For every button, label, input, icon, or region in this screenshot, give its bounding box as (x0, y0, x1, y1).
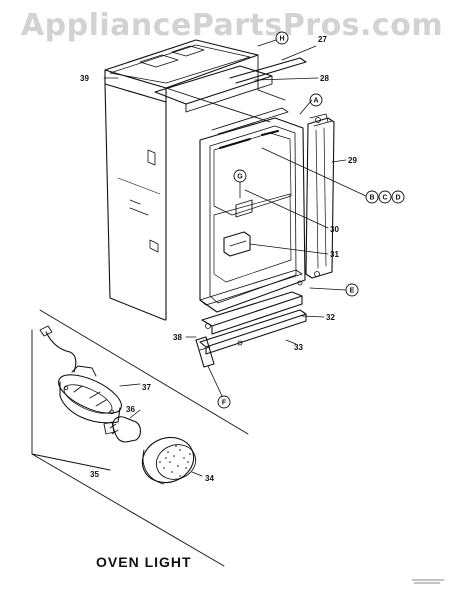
drawing-code-mark (411, 579, 445, 584)
part-label-29: 29 (348, 156, 357, 165)
cabinet-housing (104, 39, 286, 321)
part-label-38: 38 (173, 333, 182, 342)
part-label-39: 39 (80, 74, 89, 83)
leader-lines (103, 39, 367, 397)
part-label-33: 33 (294, 343, 303, 352)
svg-text:A: A (313, 98, 318, 105)
watermark: AppliancePartsPros.com (20, 8, 444, 43)
light-socket (58, 365, 122, 424)
callout-c: C (378, 190, 392, 204)
diagram-caption: OVEN LIGHT (96, 554, 192, 570)
part-label-36: 36 (126, 405, 135, 414)
svg-text:G: G (237, 174, 243, 181)
callout-f: F (217, 395, 231, 409)
part-label-34: 34 (205, 474, 214, 483)
circle-callouts: H A B C D G E (217, 31, 405, 409)
bottom-trim (195, 280, 307, 368)
svg-text:C: C (382, 195, 387, 202)
hinge-channel (305, 113, 335, 279)
oven-light-group-bracket (31, 309, 249, 567)
part-label-27: 27 (318, 35, 327, 44)
callout-h: H (275, 31, 289, 45)
callout-b: B (365, 190, 379, 204)
part-number-labels: 39 27 28 29 30 31 32 33 34 35 36 37 38 (80, 35, 357, 483)
light-lens (141, 436, 197, 485)
part-label-28: 28 (320, 74, 329, 83)
svg-text:D: D (395, 195, 400, 202)
light-bulb (103, 416, 142, 443)
part-label-31: 31 (330, 250, 339, 259)
seal-strips (211, 57, 307, 135)
svg-text:H: H (279, 36, 284, 43)
part-label-37: 37 (142, 383, 151, 392)
callout-e: E (345, 283, 359, 297)
svg-text:B: B (369, 195, 374, 202)
part-label-30: 30 (330, 225, 339, 234)
part-label-35: 35 (90, 470, 99, 479)
callout-g: G (233, 169, 247, 183)
svg-text:F: F (222, 400, 227, 407)
oven-light-assembly (39, 325, 203, 485)
part-label-32: 32 (326, 313, 335, 322)
door-frame (199, 117, 306, 313)
svg-text:E: E (350, 288, 355, 295)
callout-a: A (309, 93, 323, 107)
callout-d: D (391, 190, 405, 204)
